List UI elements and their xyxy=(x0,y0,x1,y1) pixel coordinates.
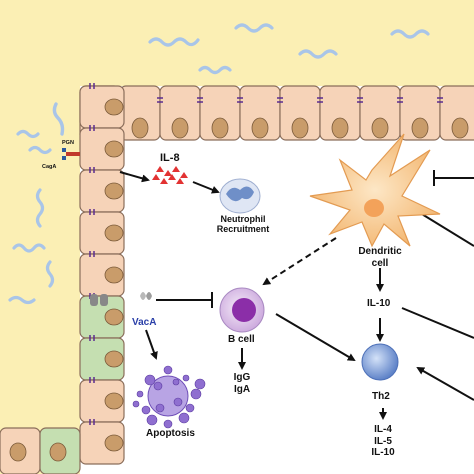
pgn-label: PGN xyxy=(62,140,74,146)
apoptotic-fragment xyxy=(132,400,140,408)
apoptotic-fragment xyxy=(172,378,180,386)
arrow-il8-to-neutrophil xyxy=(192,181,220,194)
epithelial-cell xyxy=(79,377,125,423)
attached-bacterium xyxy=(52,102,80,160)
epithelial-cell xyxy=(277,85,321,141)
vacuolated-cell xyxy=(79,293,125,339)
antibody-label: IgG IgA xyxy=(226,372,258,395)
arrow-cell-to-il8 xyxy=(119,171,150,183)
apoptotic-fragment xyxy=(190,388,202,400)
apoptotic-fragment xyxy=(144,374,156,386)
epithelial-cell xyxy=(79,419,125,465)
bacteria-icon xyxy=(8,23,430,305)
arrow-bcell-to-th2 xyxy=(275,313,356,362)
epithelial-cell xyxy=(197,85,241,141)
neutrophil-cell xyxy=(219,178,261,214)
il5-label: IL-5 xyxy=(374,435,392,447)
neutrophil-label: Neutrophil Recruitment xyxy=(208,214,278,235)
epithelial-cell xyxy=(437,85,474,141)
arrow-dendritic-to-bcell xyxy=(262,237,337,286)
epithelial-top-row xyxy=(79,85,474,141)
apoptotic-fragment xyxy=(153,381,163,391)
vaca-icon xyxy=(140,292,152,300)
dendritic-label: Dendritic cell xyxy=(350,246,410,269)
th2-label: Th2 xyxy=(372,391,390,402)
apoptosis-label: Apoptosis xyxy=(146,428,195,439)
gastric-lumen xyxy=(0,0,474,86)
epithelial-cell xyxy=(79,125,125,171)
apoptotic-cell xyxy=(132,365,206,429)
neutrophil-label-line1: Neutrophil xyxy=(220,214,266,224)
epithelial-cell xyxy=(79,209,125,255)
epithelial-cell xyxy=(39,427,81,474)
dendritic-label-line2: cell xyxy=(371,257,389,269)
il10-bottom-label: IL-10 xyxy=(371,447,395,458)
cytokine-label: IL-4 IL-5 IL-10 xyxy=(360,424,406,459)
vacuolated-cell xyxy=(79,335,125,381)
bcell-label: B cell xyxy=(228,334,255,345)
epithelial-cell xyxy=(357,85,401,141)
neutrophil-label-line2: Recruitment xyxy=(216,224,270,235)
arrow-vaca-to-apoptosis xyxy=(145,329,158,360)
apoptotic-fragment xyxy=(163,419,173,429)
igg-label: IgG xyxy=(233,372,251,383)
dendritic-label-line1: Dendritic xyxy=(358,246,402,257)
il8-molecules xyxy=(152,166,188,184)
apoptotic-fragment xyxy=(182,374,190,382)
epithelial-cell xyxy=(157,85,201,141)
il10-mid-label: IL-10 xyxy=(367,298,391,309)
dendritic-cell xyxy=(309,133,441,248)
inhibit-edge-to-il10 xyxy=(401,307,474,339)
vaca-label: VacA xyxy=(132,317,157,328)
epithelial-cell xyxy=(237,85,281,141)
apoptotic-fragment xyxy=(141,405,151,415)
epithelial-left-column xyxy=(0,83,125,474)
il4-label: IL-4 xyxy=(374,424,392,435)
caga-label: CagA xyxy=(42,164,57,170)
apoptotic-fragment xyxy=(185,403,195,413)
epithelial-cell xyxy=(397,85,441,141)
apoptotic-fragment xyxy=(163,365,173,375)
apoptotic-fragment xyxy=(178,412,190,424)
epithelial-cell xyxy=(79,83,125,129)
apoptotic-fragment xyxy=(146,414,158,426)
iga-label: IgA xyxy=(233,383,251,395)
apoptotic-fragment xyxy=(155,403,165,413)
th2-cell xyxy=(361,343,399,381)
b-cell xyxy=(219,287,265,333)
apoptotic-fragment xyxy=(194,378,206,390)
epithelial-cell xyxy=(79,251,125,297)
epithelial-cell xyxy=(317,85,361,141)
epithelial-cell xyxy=(79,167,125,213)
arrow-edge-to-th2 xyxy=(416,367,474,401)
epithelial-cell xyxy=(0,427,41,474)
il8-label: IL-8 xyxy=(160,152,180,164)
secretion-channel-icon xyxy=(90,294,108,306)
apoptotic-fragment xyxy=(173,397,183,407)
apoptotic-fragment xyxy=(136,390,144,398)
